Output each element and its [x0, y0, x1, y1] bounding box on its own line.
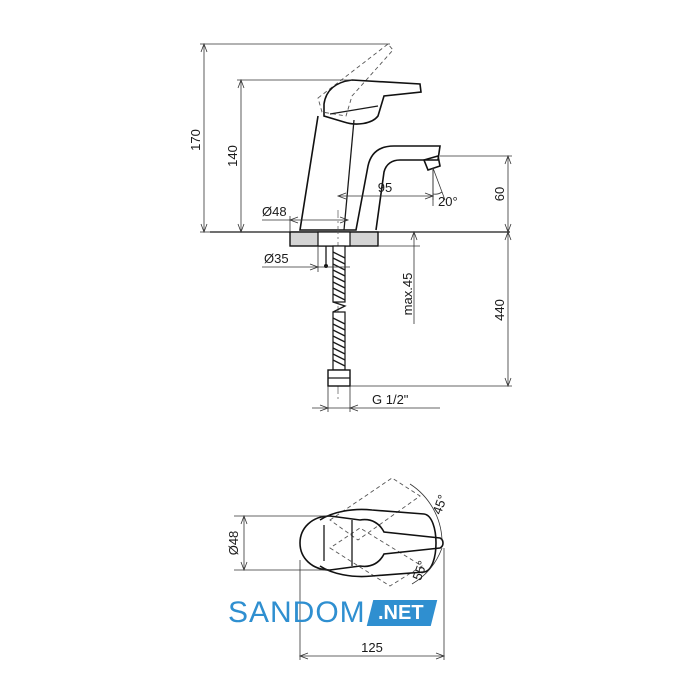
- dim-base-diameter: Ø48: [262, 204, 287, 219]
- dim-hose-length: 440: [492, 299, 507, 321]
- base-nut: [317, 231, 351, 247]
- top-body-outline: [299, 515, 444, 571]
- lever-rotated-right-outline: [329, 527, 423, 587]
- dim-top-length: 125: [361, 640, 383, 655]
- dim-hole-diameter: Ø35: [264, 251, 289, 266]
- dim-body-height: 140: [225, 145, 240, 167]
- brand-name: SANDOM: [228, 596, 366, 629]
- dim-spout-height: 60: [492, 187, 507, 201]
- dim-thread: G 1/2": [372, 392, 409, 407]
- brand-logo: SANDOM .NET: [228, 594, 437, 632]
- brand-tld: .NET: [377, 602, 424, 624]
- top-view: Ø48 125 45° 55°: [226, 477, 450, 660]
- braided-hose: [332, 245, 347, 371]
- dim-angle-45: 45°: [429, 493, 450, 517]
- dim-max-thickness: max.45: [400, 273, 415, 316]
- dim-overall-height: 170: [188, 129, 203, 151]
- faucet-body: [299, 115, 441, 231]
- lever-rotated-left-outline: [329, 477, 421, 541]
- dim-top-diameter: Ø48: [226, 531, 241, 556]
- brand-tld-badge: .NET: [366, 600, 437, 626]
- spout-aerator: [422, 154, 441, 171]
- top-lever-outline: [319, 508, 437, 578]
- side-view: 170 140 95 20° Ø48 Ø35 max.45: [188, 42, 512, 412]
- dim-angle-55: 55°: [409, 559, 430, 583]
- lever-raised-outline: [317, 43, 394, 117]
- lever-joint-line: [329, 105, 379, 115]
- lever-handle: [323, 79, 422, 125]
- dim-spout-angle: 20°: [438, 194, 458, 209]
- body-inner-line: [343, 119, 355, 231]
- dim-spout-reach: 95: [378, 180, 392, 195]
